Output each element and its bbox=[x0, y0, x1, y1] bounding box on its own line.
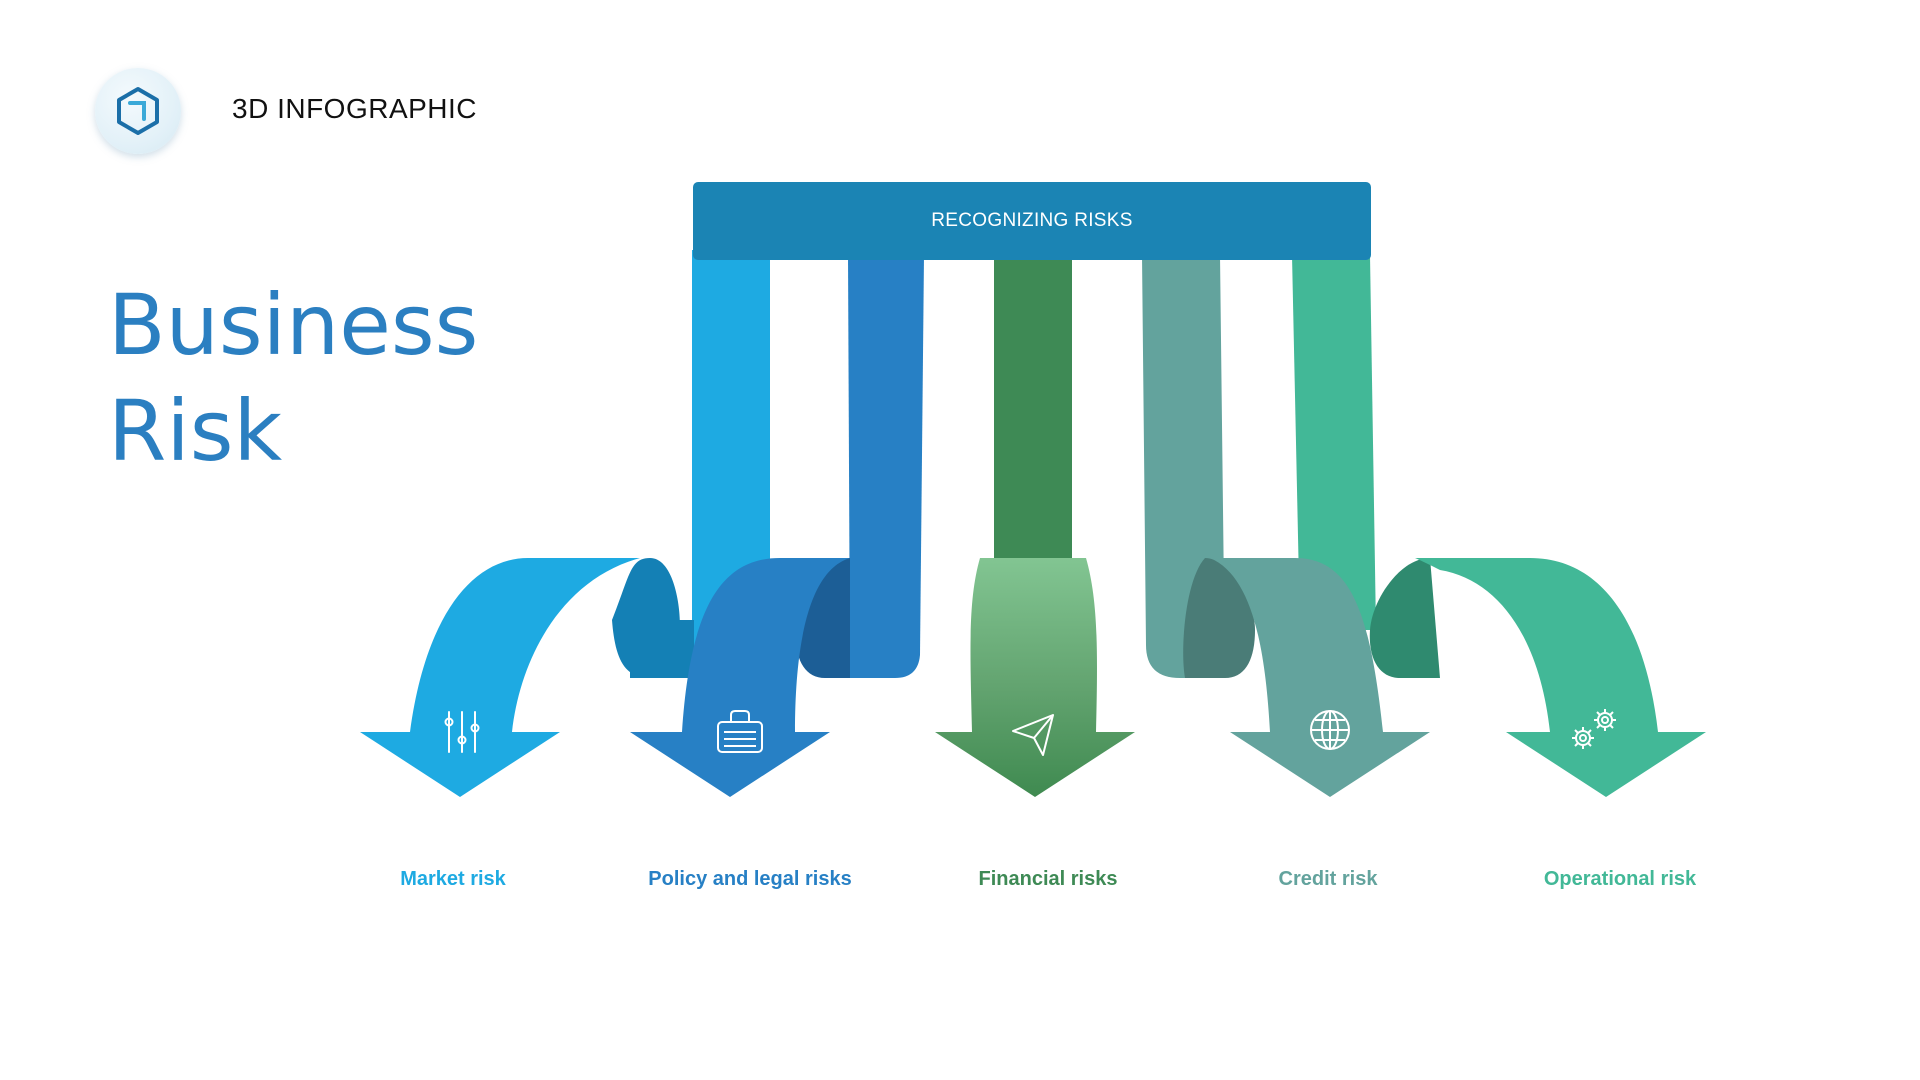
title-line-2: Risk bbox=[108, 382, 283, 480]
operational-arrow bbox=[1415, 558, 1706, 797]
page-title: Business Risk bbox=[108, 272, 478, 484]
credit-curl bbox=[1183, 558, 1255, 678]
label-policy-legal-risks: Policy and legal risks bbox=[648, 868, 852, 890]
paper-plane-icon bbox=[1012, 714, 1054, 756]
recognizing-risks-banner: RECOGNIZING RISKS bbox=[693, 182, 1371, 260]
label-credit-risk: Credit risk bbox=[1278, 868, 1378, 890]
globe-icon bbox=[1310, 710, 1350, 750]
title-line-1: Business bbox=[108, 276, 479, 374]
label-operational-risk: Operational risk bbox=[1543, 868, 1697, 890]
gears-icon bbox=[1572, 709, 1616, 749]
financial-arrow bbox=[935, 558, 1135, 797]
label-market-risk: Market risk bbox=[400, 868, 506, 890]
logo-badge bbox=[95, 68, 181, 154]
operational-curl bbox=[1369, 558, 1440, 678]
policy-arrow bbox=[630, 558, 850, 797]
financial-ribbon bbox=[994, 255, 1072, 560]
briefcase-icon bbox=[717, 710, 763, 753]
cube-icon bbox=[117, 87, 159, 135]
credit-arrow bbox=[1210, 558, 1430, 797]
policy-ribbon bbox=[848, 255, 924, 678]
sliders-icon bbox=[444, 711, 480, 753]
operational-ribbon bbox=[1292, 255, 1376, 630]
label-financial-risks: Financial risks bbox=[978, 868, 1118, 890]
market-arrow bbox=[360, 558, 640, 797]
brand-title: 3D INFOGRAPHIC bbox=[232, 93, 478, 124]
banner-text: RECOGNIZING RISKS bbox=[931, 210, 1133, 231]
